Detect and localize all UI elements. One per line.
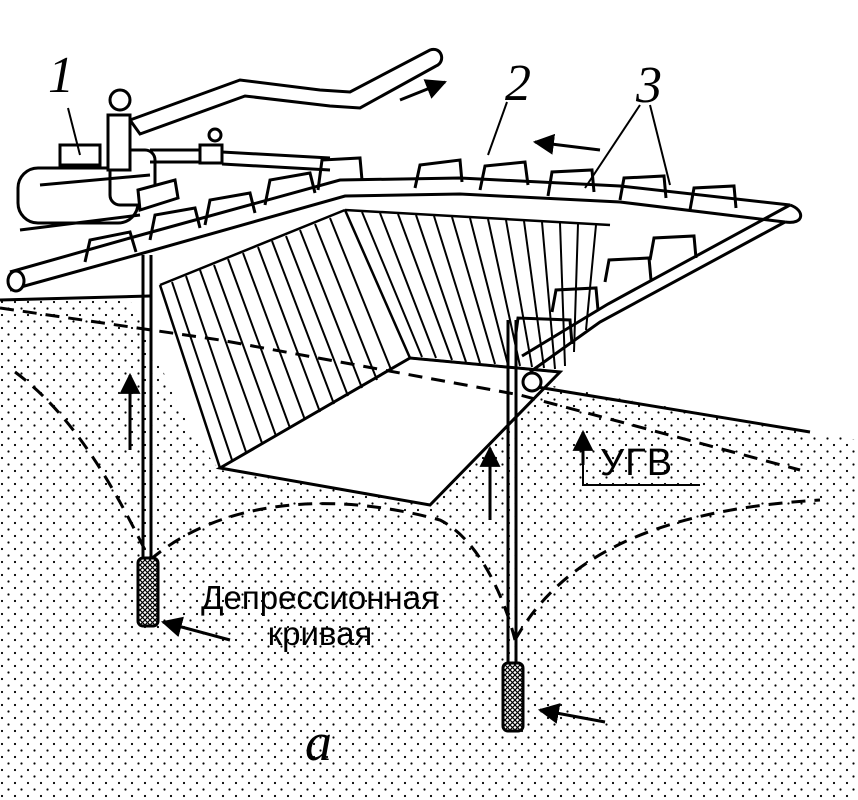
arrow-icon [119, 133, 606, 724]
discharge-arrow [399, 79, 447, 102]
label-wellpoints: 3 [636, 57, 662, 114]
collector-pipe [6, 176, 803, 393]
valve-icon [198, 127, 224, 165]
filter-icon [136, 556, 525, 733]
label-pump-unit: 1 [48, 47, 74, 104]
ground-surface [0, 294, 811, 434]
wellpoint-risers [141, 255, 518, 665]
label-groundwater-level: УГВ [600, 442, 674, 484]
label-depression-curve: Депрессионная кривая [170, 580, 470, 651]
leader-lines [67, 101, 700, 486]
slope-hatch [171, 211, 597, 461]
pump-icon [16, 88, 180, 232]
label-collector: 2 [505, 55, 531, 112]
groundwater-level-line [0, 306, 801, 472]
discharge-pipe [127, 47, 444, 136]
label-depression-curve-line1: Депрессионная [201, 579, 439, 616]
figure-letter: а [305, 712, 332, 772]
soil-region [0, 300, 858, 800]
pump-connection [150, 148, 331, 172]
label-depression-curve-line2: кривая [267, 614, 373, 652]
depression-curve [14, 370, 821, 641]
